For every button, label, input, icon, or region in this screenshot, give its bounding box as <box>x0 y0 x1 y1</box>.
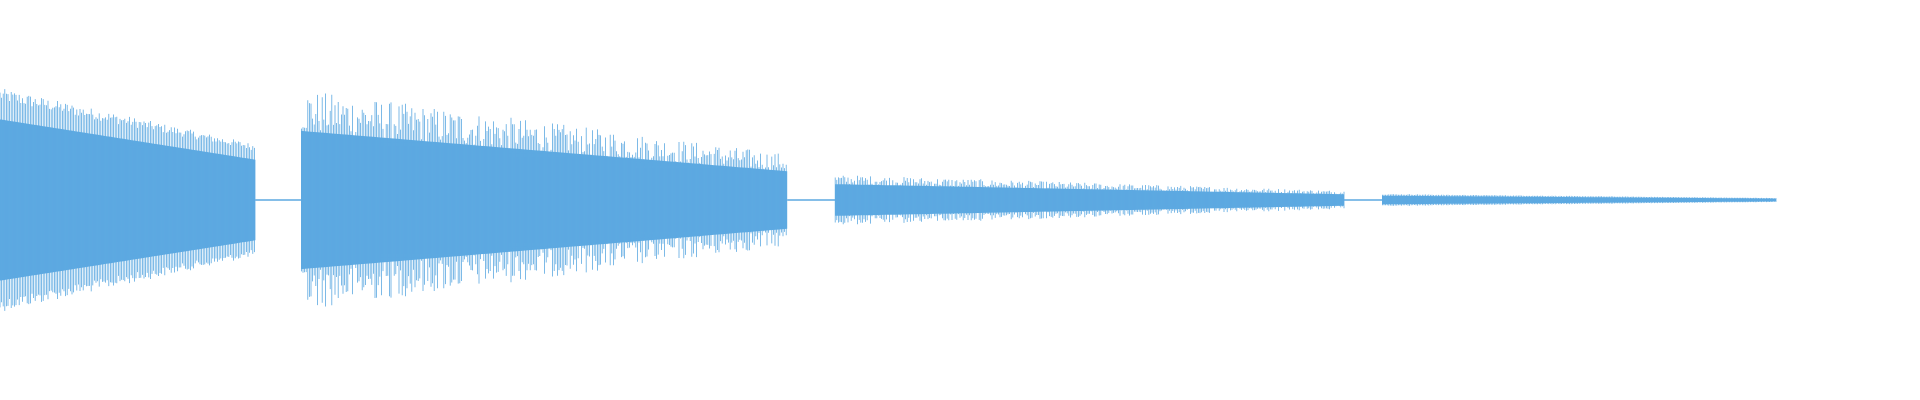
segment-2 <box>301 93 788 307</box>
segment-4 <box>1382 194 1777 206</box>
segment-2-samples <box>301 93 787 307</box>
segment-1 <box>0 89 256 311</box>
segment-4-samples <box>1382 194 1777 206</box>
segment-1-samples <box>0 89 255 311</box>
segment-3-samples <box>834 175 1345 225</box>
segment-3 <box>834 175 1345 225</box>
